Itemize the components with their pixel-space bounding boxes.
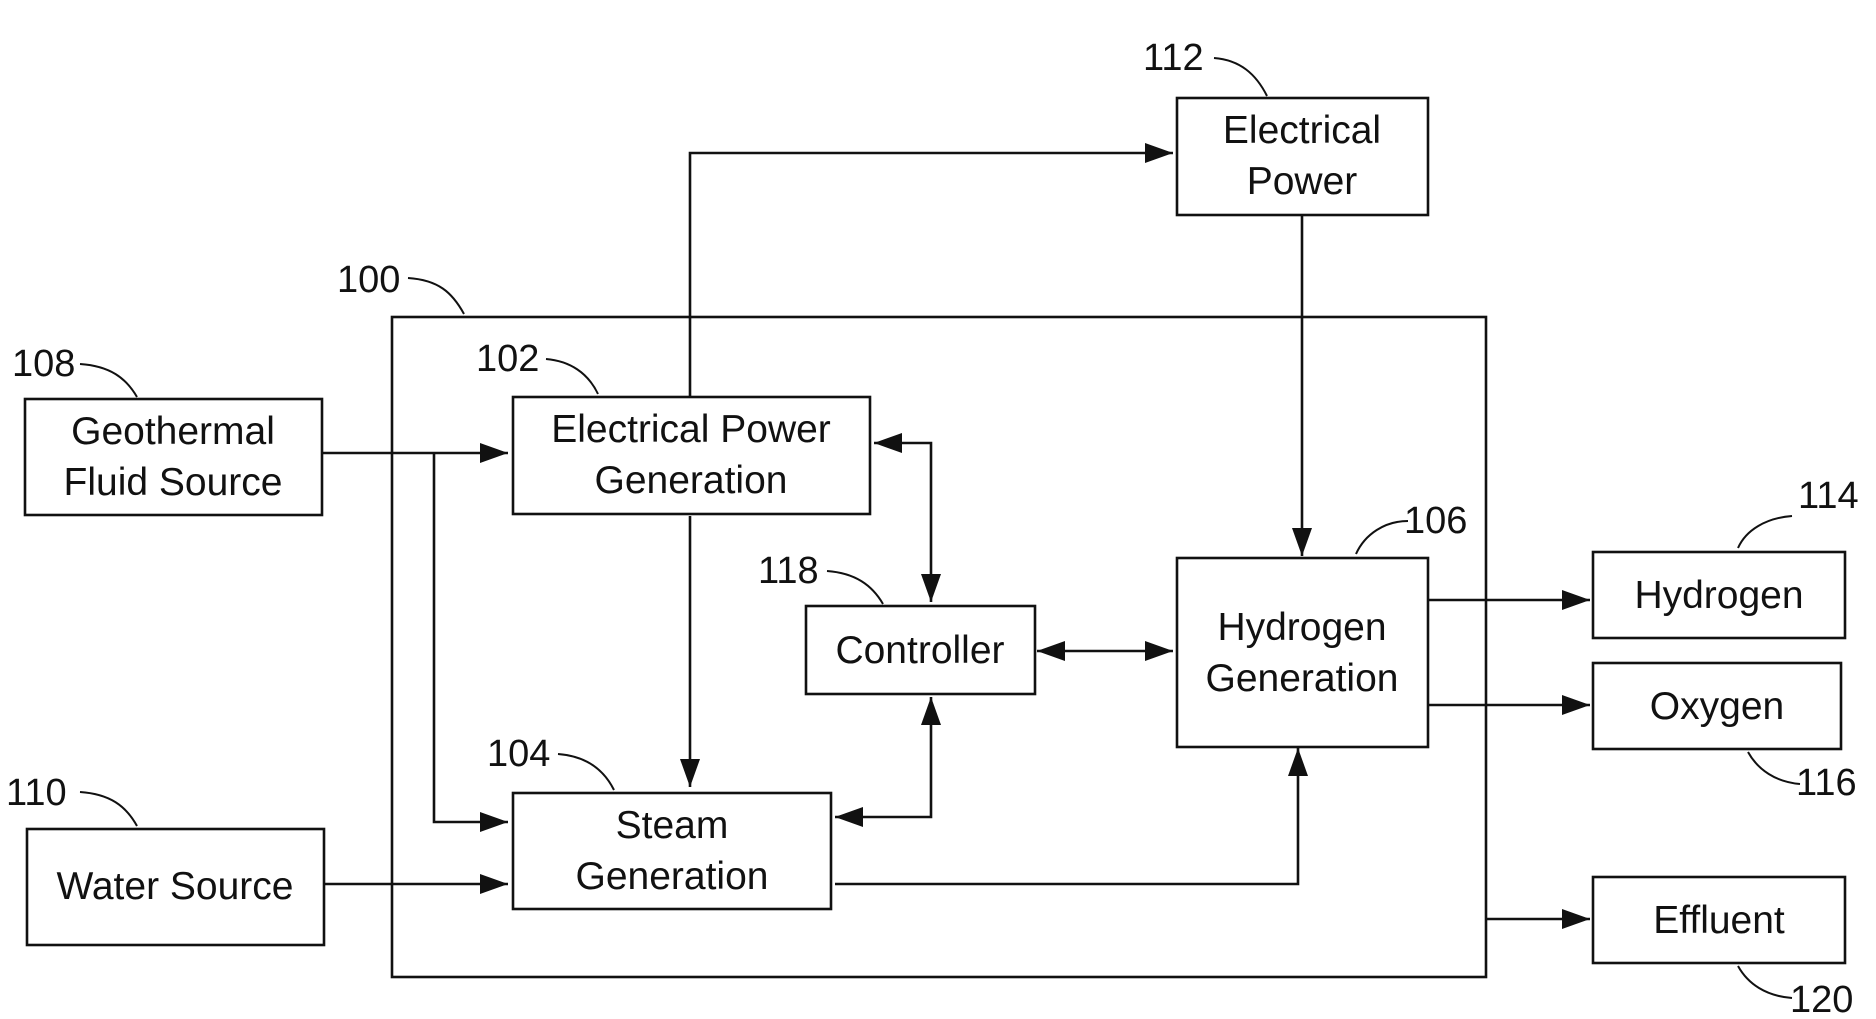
power-generation-ref-leader [546, 359, 598, 394]
steam-generation-ref-label: 104 [487, 733, 550, 775]
controller-ref-leader [827, 571, 883, 604]
block-electrical-power: Electrical Power 112 [1143, 37, 1428, 215]
block-electrical-power-generation: Electrical Power Generation 102 [476, 338, 870, 514]
power-generation-to-electrical-power-arrow [690, 153, 1173, 397]
block-geothermal-line-2: Fluid Source [64, 461, 283, 504]
hydrogen-ref-leader [1738, 516, 1792, 548]
controller-ref-label: 118 [758, 550, 819, 592]
block-steam-generation: Steam Generation 104 [487, 733, 831, 909]
block-oxygen-output: Oxygen 116 [1593, 663, 1857, 804]
system-ref-label: 100 [337, 259, 400, 301]
hydrogen-generation-ref-label: 106 [1404, 500, 1467, 542]
electrical-power-ref-label: 112 [1143, 37, 1204, 79]
block-geothermal-fluid-source: Geothermal Fluid Source 108 [12, 343, 322, 515]
geothermal-ref-leader [80, 364, 137, 397]
block-hydrogen-generation-line-2: Generation [1206, 657, 1399, 700]
effluent-ref-label: 120 [1790, 979, 1853, 1019]
power-generation-ref-label: 102 [476, 338, 539, 380]
geothermal-ref-label: 108 [12, 343, 75, 385]
steam-generation-ref-leader [558, 754, 614, 790]
block-controller-line-1: Controller [835, 629, 1004, 672]
block-effluent-line-1: Effluent [1653, 899, 1785, 942]
block-hydrogen-generation-line-1: Hydrogen [1217, 606, 1386, 649]
power-generation-controller-link [874, 443, 931, 602]
hydrogen-generation-ref-leader [1356, 521, 1408, 554]
block-effluent-output: Effluent 120 [1593, 877, 1853, 1019]
block-power-generation-line-1: Electrical Power [551, 408, 831, 451]
block-hydrogen-generation: Hydrogen Generation 106 [1177, 500, 1467, 747]
steam-generation-controller-link [835, 697, 931, 817]
water-ref-label: 110 [6, 772, 67, 814]
block-oxygen-line-1: Oxygen [1650, 685, 1784, 728]
block-water-line-1: Water Source [57, 865, 294, 908]
block-geothermal-line-1: Geothermal [71, 410, 275, 453]
electrical-power-ref-leader [1214, 58, 1267, 96]
block-electrical-power-line-2: Power [1247, 160, 1358, 203]
block-water-source: Water Source 110 [6, 772, 324, 945]
oxygen-ref-leader [1748, 752, 1800, 784]
block-steam-generation-line-2: Generation [576, 855, 769, 898]
effluent-ref-leader [1738, 966, 1792, 998]
system-ref-leader [408, 278, 464, 314]
hydrogen-ref-label: 114 [1798, 475, 1859, 517]
oxygen-ref-label: 116 [1796, 762, 1857, 804]
block-electrical-power-line-1: Electrical [1223, 109, 1381, 152]
block-hydrogen-line-1: Hydrogen [1634, 574, 1803, 617]
block-power-generation-line-2: Generation [595, 459, 788, 502]
block-controller: Controller 118 [758, 550, 1035, 694]
block-hydrogen-output: Hydrogen 114 [1593, 475, 1859, 638]
water-ref-leader [80, 792, 137, 826]
block-steam-generation-line-1: Steam [616, 804, 729, 847]
